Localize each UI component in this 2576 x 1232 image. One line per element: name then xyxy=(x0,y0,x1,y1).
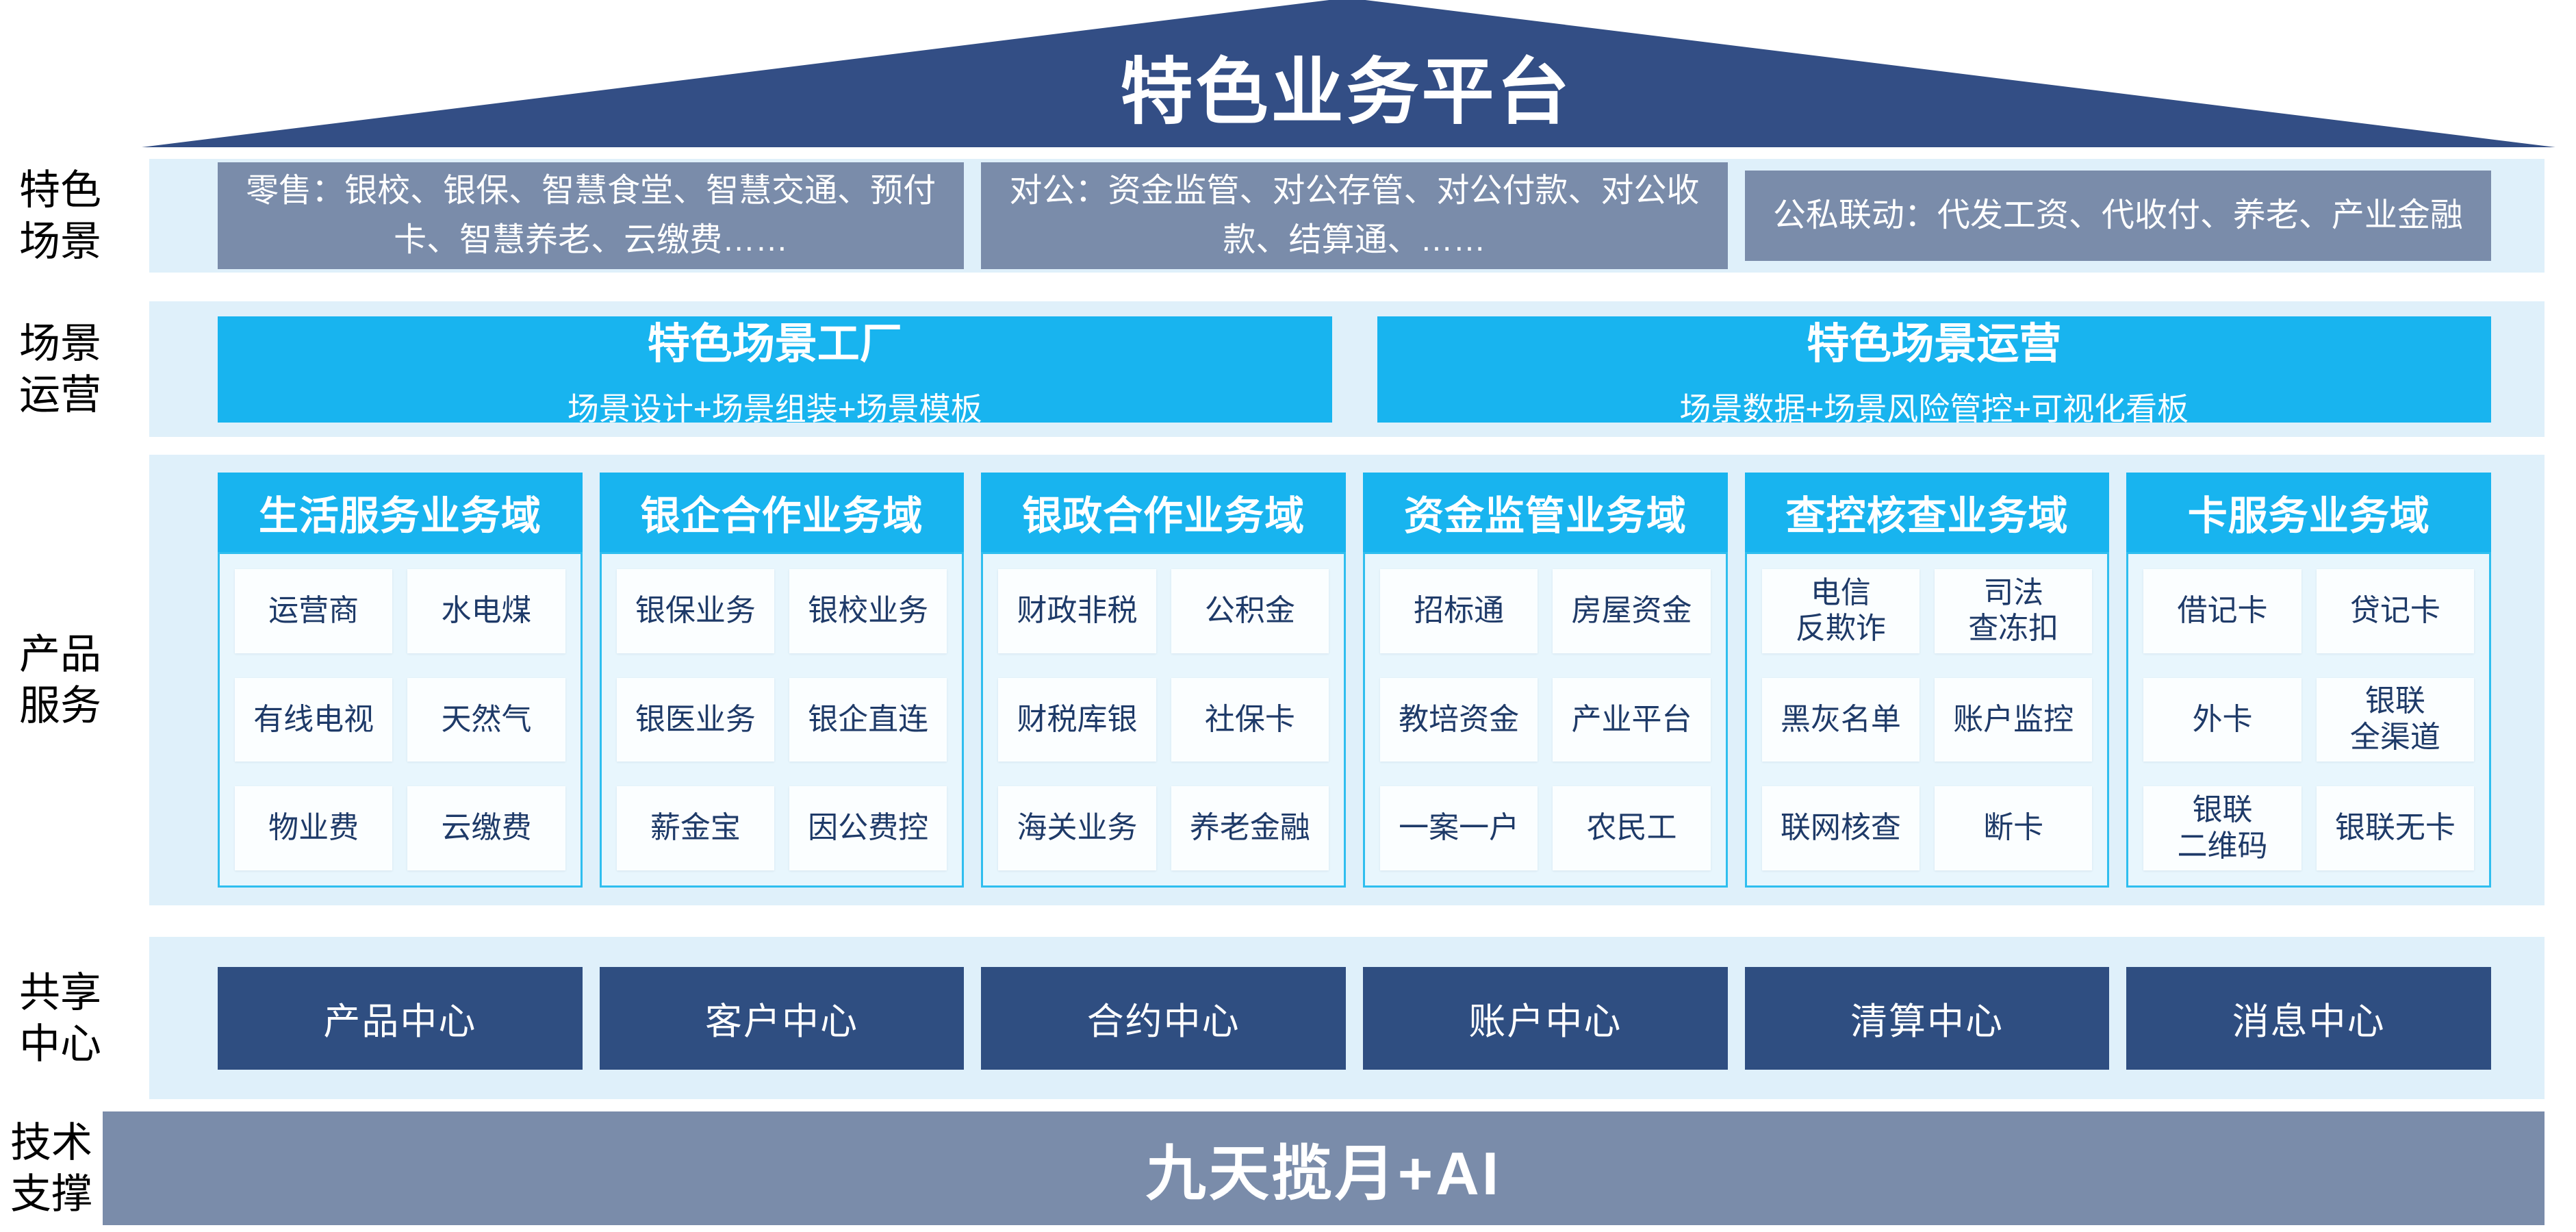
product-band: 生活服务业务域 运营商 水电煤 有线电视 天然气 物业费 云缴费 银企合作业务域… xyxy=(149,455,2545,905)
product-item: 物业费 xyxy=(235,786,393,870)
domain-column-inspection-verification: 查控核查业务域 电信 反欺诈 司法 查冻扣 黑灰名单 账户监控 联网核查 断卡 xyxy=(1744,473,2110,888)
product-item: 公积金 xyxy=(1171,569,1329,653)
product-item: 因公费控 xyxy=(789,786,947,870)
product-item: 财政非税 xyxy=(998,569,1156,653)
product-item: 黑灰名单 xyxy=(1761,677,1920,762)
scene-operation-subtitle: 场景数据+场景风险管控+可视化看板 xyxy=(1679,391,2189,427)
product-item: 财税库银 xyxy=(998,677,1156,762)
product-item: 电信 反欺诈 xyxy=(1761,569,1920,653)
share-band: 产品中心 客户中心 合约中心 账户中心 清算中心 消息中心 xyxy=(149,937,2545,1099)
product-row: 产品 服务 生活服务业务域 运营商 水电煤 有线电视 天然气 物业费 云缴费 银… xyxy=(0,455,2576,905)
tech-row-label-line1: 技术 xyxy=(10,1120,92,1166)
product-item: 薪金宝 xyxy=(616,786,774,870)
product-item: 银校业务 xyxy=(789,569,947,653)
center-box-account: 账户中心 xyxy=(1363,966,1728,1070)
center-box-message: 消息中心 xyxy=(2126,966,2492,1070)
product-row-label-line2: 服务 xyxy=(19,683,101,729)
center-box-customer: 客户中心 xyxy=(599,966,965,1070)
product-item: 贷记卡 xyxy=(2316,569,2475,653)
operation-row: 场景 运营 特色场景工厂 场景设计+场景组装+场景模板 特色场景运营 场景数据+… xyxy=(0,301,2576,437)
domain-column-life-services: 生活服务业务域 运营商 水电煤 有线电视 天然气 物业费 云缴费 xyxy=(218,473,583,888)
domain-header: 查控核查业务域 xyxy=(1744,473,2110,552)
product-item: 养老金融 xyxy=(1171,786,1329,870)
operation-row-label-line1: 场景 xyxy=(19,320,101,366)
product-item: 银保业务 xyxy=(616,569,774,653)
domain-column-bank-enterprise: 银企合作业务域 银保业务 银校业务 银医业务 银企直连 薪金宝 因公费控 xyxy=(599,473,965,888)
scene-row-label-line1: 特色 xyxy=(19,167,101,213)
product-row-label: 产品 服务 xyxy=(0,455,149,905)
scene-row-label-line2: 场景 xyxy=(19,218,101,264)
center-box-product: 产品中心 xyxy=(218,966,583,1070)
domain-column-fund-supervision: 资金监管业务域 招标通 房屋资金 教培资金 产业平台 一案一户 农民工 xyxy=(1363,473,1728,888)
scene-operation-box: 特色场景运营 场景数据+场景风险管控+可视化看板 xyxy=(1377,316,2491,427)
scene-factory-box: 特色场景工厂 场景设计+场景组装+场景模板 xyxy=(218,316,1332,427)
product-item: 联网核查 xyxy=(1761,786,1920,870)
domain-header: 卡服务业务域 xyxy=(2126,473,2492,552)
product-item: 招标通 xyxy=(1380,569,1538,653)
tech-support-bar: 九天揽月+AI xyxy=(103,1111,2545,1225)
tech-row: 技术 支撑 九天揽月+AI xyxy=(0,1111,2576,1225)
scene-box-public-private: 公私联动：代发工资、代收付、养老、产业金融 xyxy=(1744,171,2491,261)
operation-row-label: 场景 运营 xyxy=(0,301,149,437)
product-item: 云缴费 xyxy=(407,786,565,870)
product-item: 银企直连 xyxy=(789,677,947,762)
tech-row-label: 技术 支撑 xyxy=(0,1111,103,1225)
product-item: 水电煤 xyxy=(407,569,565,653)
product-item: 一案一户 xyxy=(1380,786,1538,870)
domain-body: 财政非税 公积金 财税库银 社保卡 海关业务 养老金融 xyxy=(981,552,1347,888)
product-item: 社保卡 xyxy=(1171,677,1329,762)
product-item: 海关业务 xyxy=(998,786,1156,870)
domain-column-card-services: 卡服务业务域 借记卡 贷记卡 外卡 银联 全渠道 银联 二维码 银联无卡 xyxy=(2126,473,2492,888)
domain-body: 银保业务 银校业务 银医业务 银企直连 薪金宝 因公费控 xyxy=(599,552,965,888)
product-item: 断卡 xyxy=(1935,786,2093,870)
product-item: 天然气 xyxy=(407,677,565,762)
product-item: 产业平台 xyxy=(1553,677,1711,762)
domain-body: 电信 反欺诈 司法 查冻扣 黑灰名单 账户监控 联网核查 断卡 xyxy=(1744,552,2110,888)
scene-factory-title: 特色场景工厂 xyxy=(647,320,902,368)
domain-body: 招标通 房屋资金 教培资金 产业平台 一案一户 农民工 xyxy=(1363,552,1728,888)
scene-box-corporate: 对公：资金监管、对公存管、对公付款、对公收款、结算通、…… xyxy=(981,162,1728,269)
domain-header: 银政合作业务域 xyxy=(981,473,1347,552)
domain-header: 银企合作业务域 xyxy=(599,473,965,552)
share-row-label: 共享 中心 xyxy=(0,937,149,1099)
product-item: 银联 二维码 xyxy=(2143,786,2301,870)
operation-row-label-line2: 运营 xyxy=(19,372,101,418)
domain-body: 借记卡 贷记卡 外卡 银联 全渠道 银联 二维码 银联无卡 xyxy=(2126,552,2492,888)
product-item: 有线电视 xyxy=(235,677,393,762)
scene-row-label: 特色 场景 xyxy=(0,159,149,273)
product-item: 银联无卡 xyxy=(2316,786,2475,870)
product-item: 银医业务 xyxy=(616,677,774,762)
share-row-label-line2: 中心 xyxy=(19,1020,101,1067)
scene-row: 特色 场景 零售：银校、银保、智慧食堂、智慧交通、预付卡、智慧养老、云缴费…… … xyxy=(0,159,2576,273)
platform-roof-banner: 特色业务平台 xyxy=(141,0,2555,147)
center-box-clearing: 清算中心 xyxy=(1744,966,2110,1070)
product-item: 运营商 xyxy=(235,569,393,653)
domain-header: 资金监管业务域 xyxy=(1363,473,1728,552)
product-item: 借记卡 xyxy=(2143,569,2301,653)
platform-title: 特色业务平台 xyxy=(1120,51,1572,133)
center-box-contract: 合约中心 xyxy=(981,966,1347,1070)
share-row-label-line1: 共享 xyxy=(19,969,101,1016)
domain-header: 生活服务业务域 xyxy=(218,473,583,552)
share-row: 共享 中心 产品中心 客户中心 合约中心 账户中心 清算中心 消息中心 xyxy=(0,937,2576,1099)
scene-operation-title: 特色场景运营 xyxy=(1807,320,2062,368)
product-item: 外卡 xyxy=(2143,677,2301,762)
product-item: 农民工 xyxy=(1553,786,1711,870)
product-item: 账户监控 xyxy=(1935,677,2093,762)
domain-column-bank-government: 银政合作业务域 财政非税 公积金 财税库银 社保卡 海关业务 养老金融 xyxy=(981,473,1347,888)
operation-band: 特色场景工厂 场景设计+场景组装+场景模板 特色场景运营 场景数据+场景风险管控… xyxy=(149,301,2545,437)
product-row-label-line1: 产品 xyxy=(19,631,101,677)
product-item: 教培资金 xyxy=(1380,677,1538,762)
product-item: 房屋资金 xyxy=(1553,569,1711,653)
scene-factory-subtitle: 场景设计+场景组装+场景模板 xyxy=(567,391,982,427)
scene-band: 零售：银校、银保、智慧食堂、智慧交通、预付卡、智慧养老、云缴费…… 对公：资金监… xyxy=(149,159,2545,273)
product-item: 银联 全渠道 xyxy=(2316,677,2475,762)
domain-body: 运营商 水电煤 有线电视 天然气 物业费 云缴费 xyxy=(218,552,583,888)
scene-box-retail: 零售：银校、银保、智慧食堂、智慧交通、预付卡、智慧养老、云缴费…… xyxy=(218,162,965,269)
product-item: 司法 查冻扣 xyxy=(1935,569,2093,653)
tech-row-label-line2: 支撑 xyxy=(10,1171,92,1217)
